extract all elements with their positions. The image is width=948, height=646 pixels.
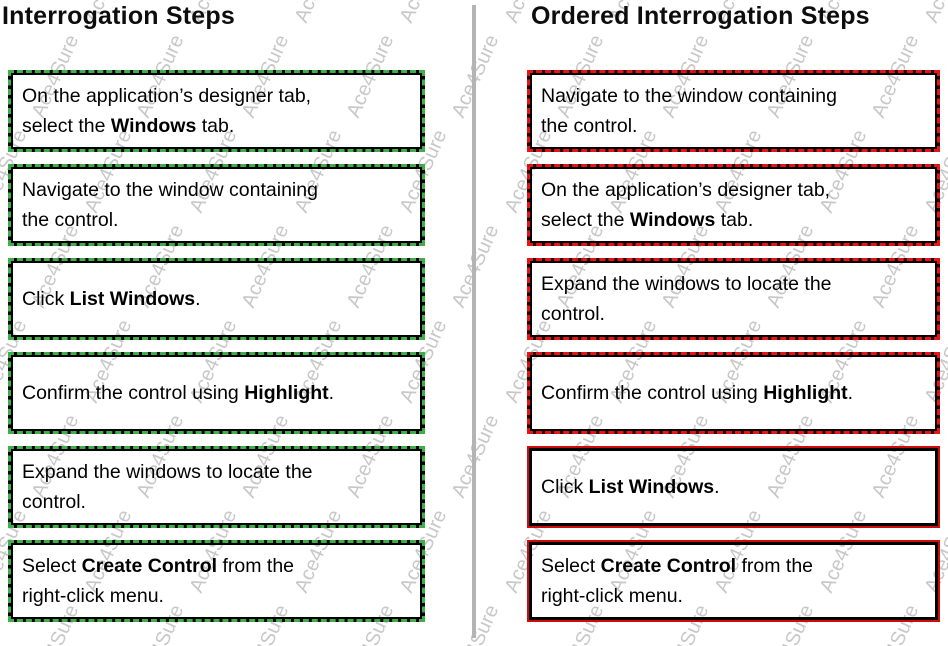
step-text: Confirm the control using Highlight. — [541, 382, 854, 404]
step-card[interactable]: Confirm the control using Highlight. — [527, 352, 940, 434]
step-card[interactable]: Confirm the control using Highlight. — [8, 352, 425, 434]
step-text: Click List Windows. — [541, 476, 720, 498]
source-steps-column: Interrogation Steps On the application’s… — [2, 0, 425, 622]
step-card[interactable]: Click List Windows. — [527, 446, 940, 528]
step-card[interactable]: Click List Windows. — [8, 258, 425, 340]
column-divider — [472, 5, 476, 638]
source-steps-list: On the application’s designer tab,select… — [8, 0, 425, 622]
step-text: Confirm the control using Highlight. — [22, 382, 335, 404]
step-text: On the application’s designer tab,select… — [541, 179, 831, 231]
right-column-title: Ordered Interrogation Steps — [531, 2, 870, 30]
left-column-title: Interrogation Steps — [2, 2, 235, 30]
step-text: Click List Windows. — [22, 288, 201, 310]
step-card[interactable]: On the application’s designer tab,select… — [527, 164, 940, 246]
step-card[interactable]: On the application’s designer tab,select… — [8, 70, 425, 152]
step-text: On the application’s designer tab,select… — [22, 85, 312, 137]
ordered-steps-column: Ordered Interrogation Steps Navigate to … — [527, 0, 940, 622]
